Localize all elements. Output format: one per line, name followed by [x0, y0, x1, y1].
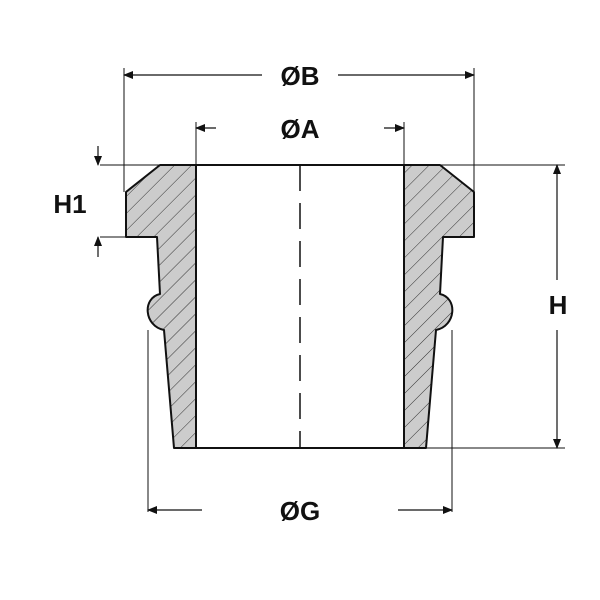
label-diameter-b: ØB: [281, 61, 320, 91]
extension-lines: [100, 68, 565, 512]
dimension-a: ØA: [195, 114, 405, 144]
dimension-h1: H1: [53, 146, 102, 257]
label-diameter-g: ØG: [280, 496, 320, 526]
left-wall-section: [125, 164, 197, 449]
dimension-b: ØB: [123, 61, 475, 91]
label-height-h: H: [549, 290, 568, 320]
label-height-h1: H1: [53, 189, 86, 219]
dimension-g: ØG: [147, 496, 453, 526]
right-wall-section: [403, 164, 475, 449]
label-diameter-a: ØA: [281, 114, 320, 144]
dimension-h: H: [549, 164, 568, 449]
